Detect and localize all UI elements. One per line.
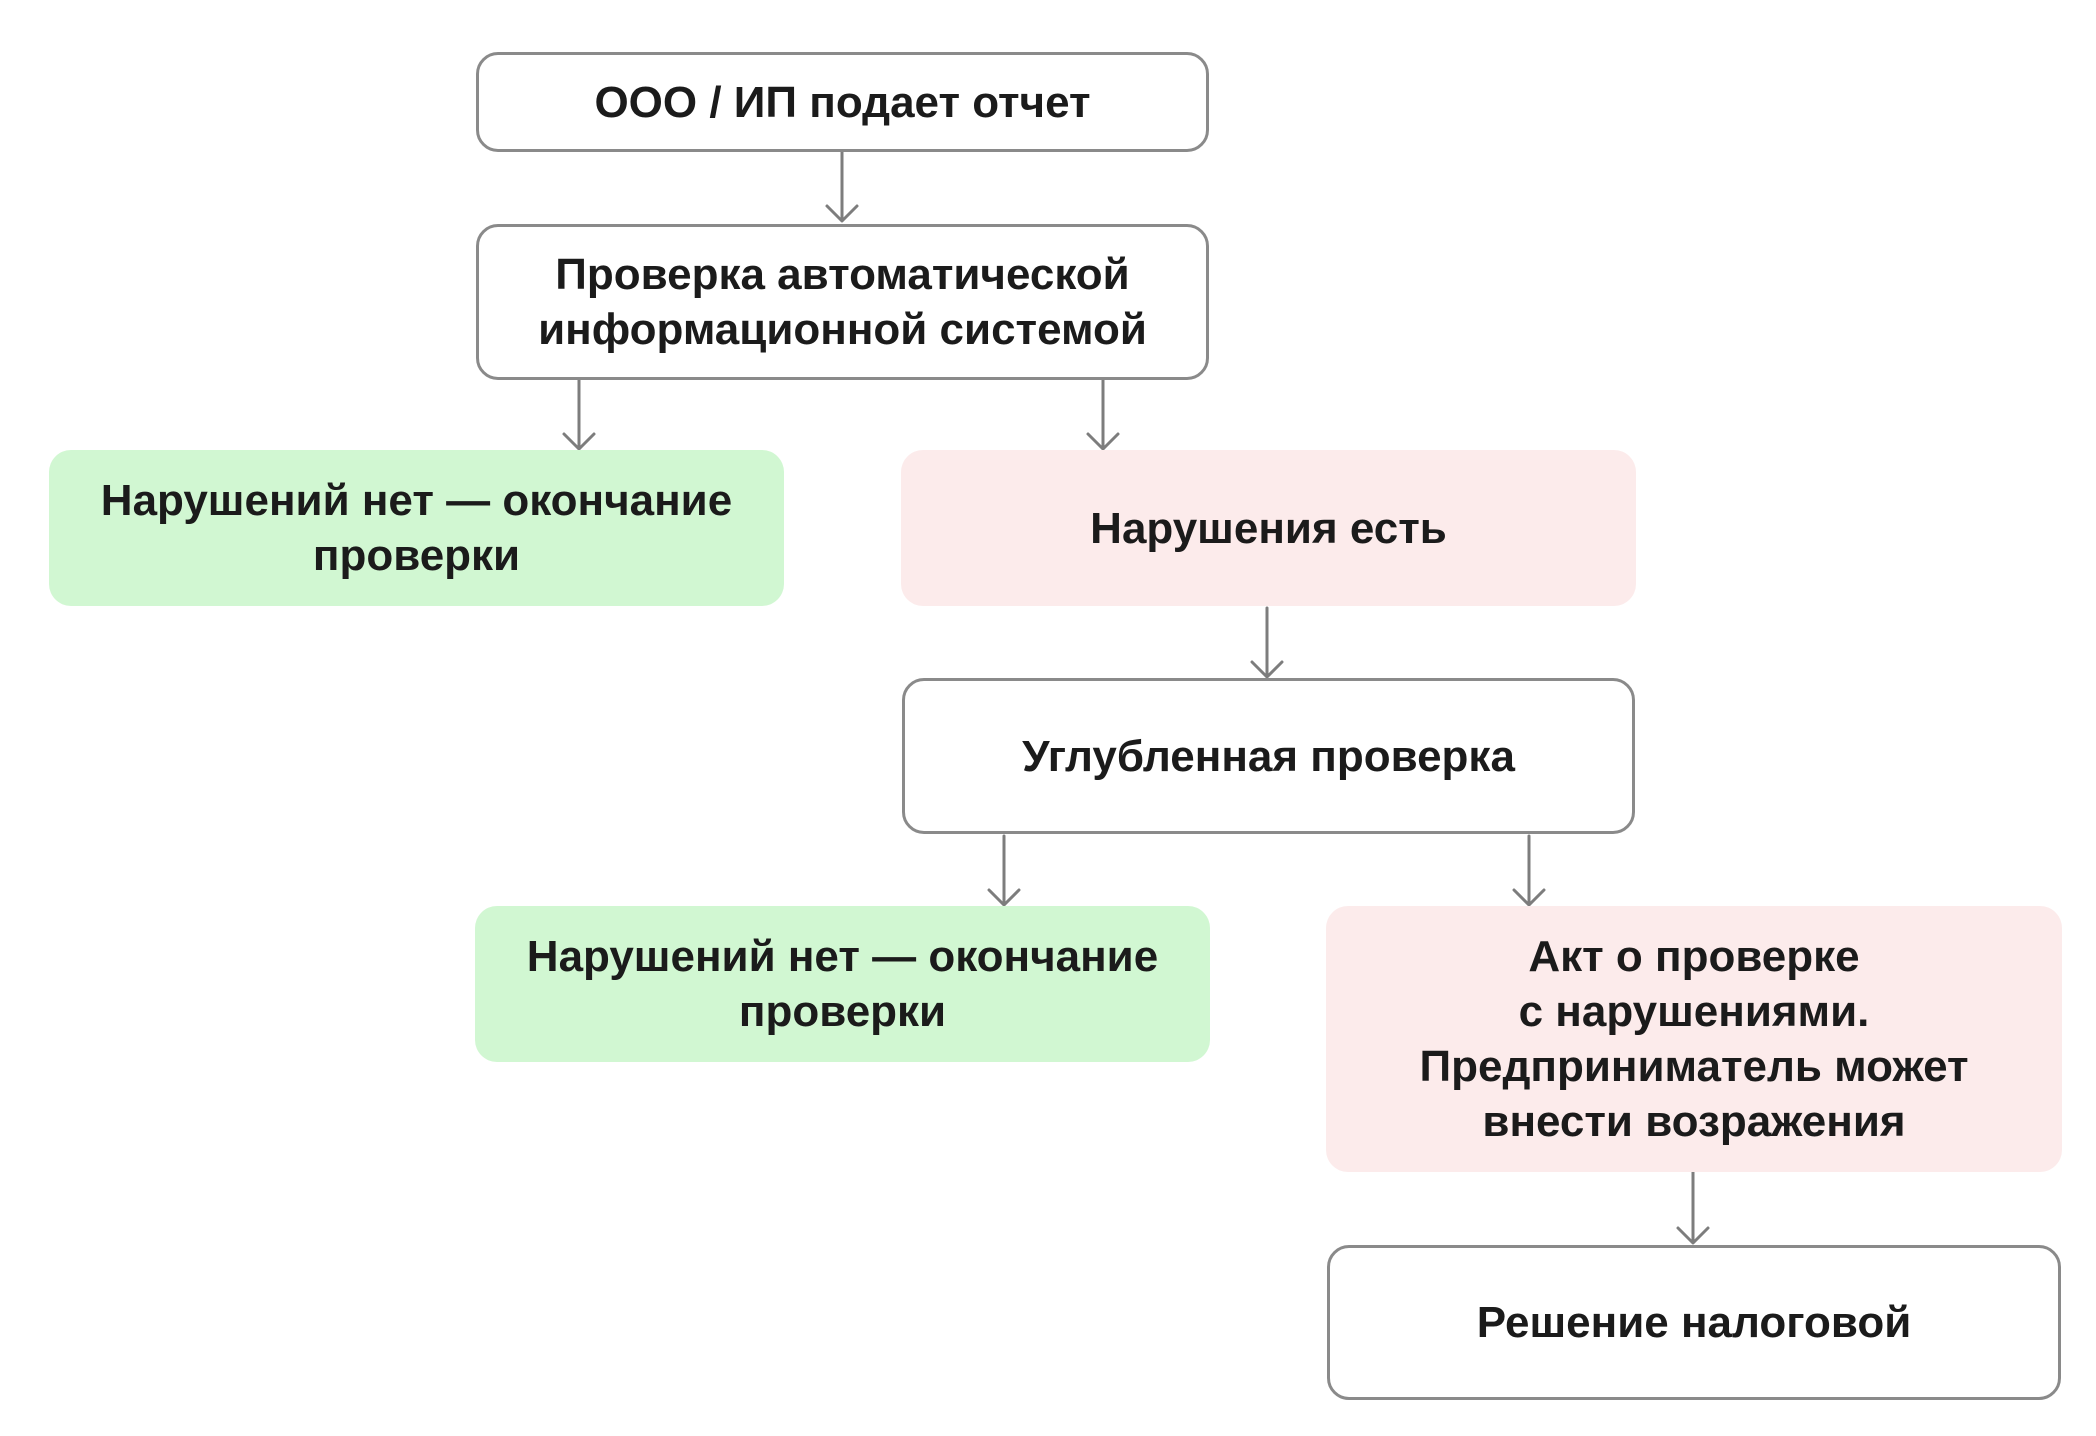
node-automatic-check-label: Проверка автоматической информационной с… [538,250,1147,354]
arrow-auto-check-to-no-violations [562,378,596,451]
arrow-act-to-decision [1676,1170,1710,1245]
arrow-submit-to-auto-check [825,150,859,223]
node-tax-decision: Решение налоговой [1327,1245,2061,1400]
node-no-violations-end-2: Нарушений нет — окончание проверки [475,906,1210,1062]
node-report-submission-label: ООО / ИП подает отчет [594,77,1091,127]
node-report-submission: ООО / ИП подает отчет [476,52,1209,152]
node-violations-found-label: Нарушения есть [1090,503,1447,553]
arrow-auto-check-to-violations [1086,378,1120,451]
node-automatic-check: Проверка автоматической информационной с… [476,224,1209,380]
node-violations-found: Нарушения есть [901,450,1636,606]
node-tax-decision-label: Решение налоговой [1476,1298,1912,1347]
node-inspection-act: Акт о проверке с нарушениями. Предприним… [1326,906,2062,1172]
node-no-violations-end-1: Нарушений нет — окончание проверки [49,450,784,606]
node-in-depth-check: Углубленная проверка [902,678,1635,834]
node-inspection-act-label: Акт о проверке с нарушениями. Предприним… [1419,932,1969,1146]
arrow-violations-to-deep-check [1250,606,1284,679]
arrow-deep-check-to-act [1512,834,1546,907]
arrow-deep-check-to-no-violations [987,834,1021,907]
node-no-violations-end-1-label: Нарушений нет — окончание проверки [100,476,733,580]
node-no-violations-end-2-label: Нарушений нет — окончание проверки [526,932,1159,1036]
node-in-depth-check-label: Углубленная проверка [1022,731,1515,781]
